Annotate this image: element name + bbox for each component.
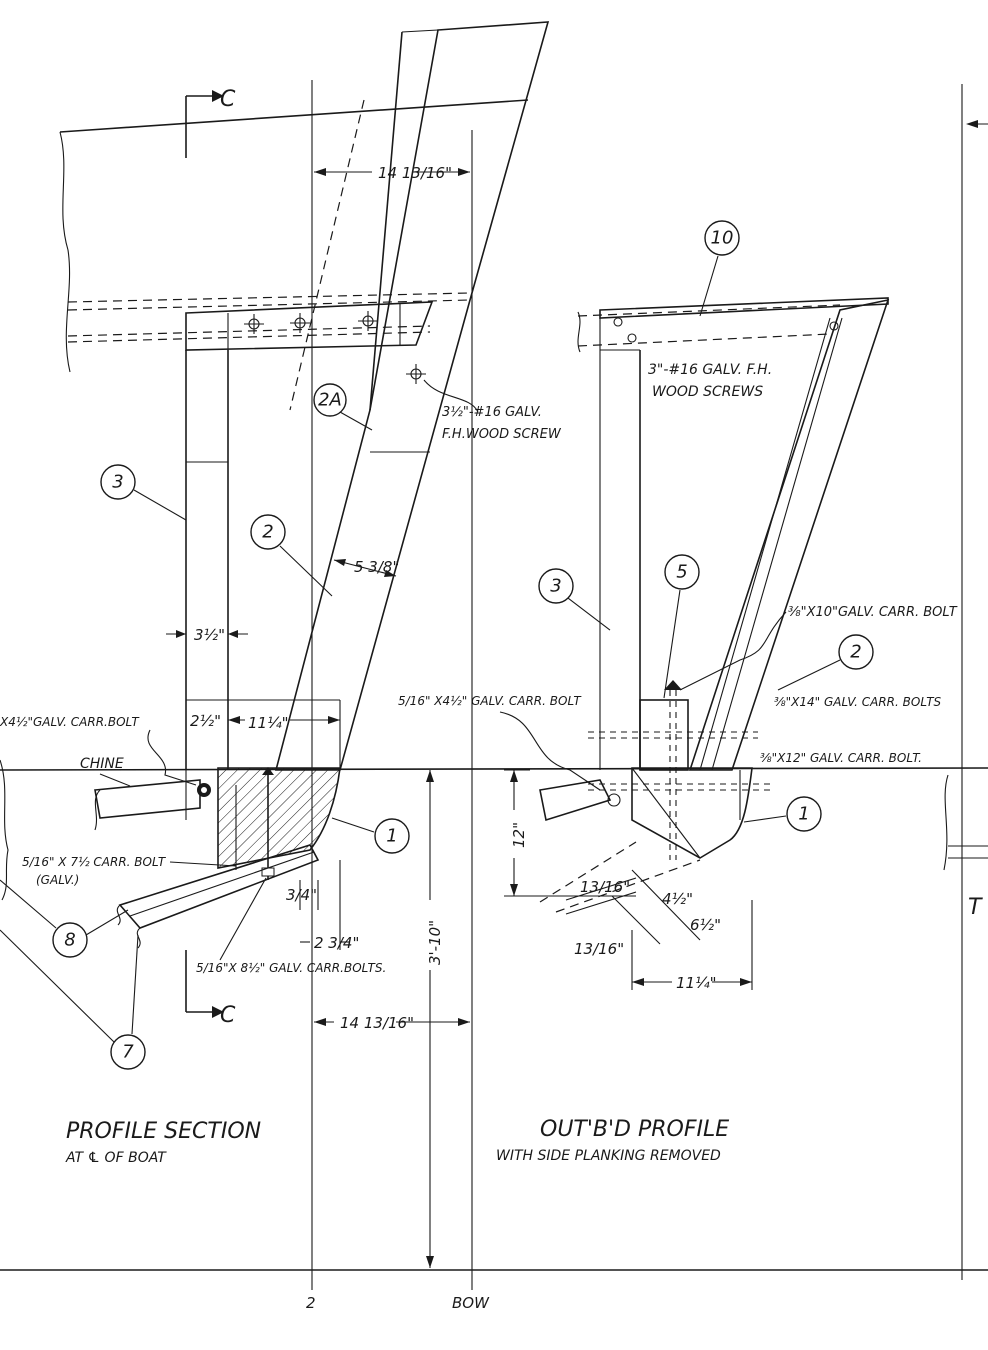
keel-block-1-right bbox=[631, 767, 753, 859]
bubble-2-right: 2 bbox=[777, 634, 874, 691]
note-wood-screw-3-1-2-b: F.H.WOOD SCREW bbox=[442, 427, 562, 442]
note-bolt-3-8x12: ⅜"X12" GALV. CARR. BOLT. bbox=[760, 751, 922, 765]
dim-3-1-2: 3½" bbox=[166, 626, 248, 644]
svg-text:2A: 2A bbox=[318, 390, 342, 411]
bubble-10: 10 bbox=[699, 220, 740, 317]
dim-2-1-2-label: 2½" bbox=[190, 712, 221, 730]
note-bolt-3-8x10: ⅜"X10"GALV. CARR. BOLT bbox=[788, 605, 958, 620]
dim-11-1-4-left-label: 11¼" bbox=[248, 714, 289, 732]
svg-text:1: 1 bbox=[798, 804, 809, 825]
dim-2-3-4-label: 2 3/4" bbox=[314, 934, 359, 952]
svg-text:2: 2 bbox=[850, 642, 861, 663]
bubble-7: 7 bbox=[0, 929, 146, 1070]
svg-text:3: 3 bbox=[112, 472, 123, 493]
dim-4-1-2-label: 4½" bbox=[662, 890, 693, 908]
section-c-marker-bottom: C bbox=[185, 950, 236, 1028]
note-bolt-3-8x14: ⅜"X14" GALV. CARR. BOLTS bbox=[774, 695, 942, 709]
dim-14-13-16-bottom: 14 13/16" bbox=[314, 1014, 470, 1032]
section-c-marker-top: C bbox=[185, 87, 236, 158]
dim-12: 12" bbox=[504, 769, 636, 897]
bubble-5: 5 bbox=[663, 554, 700, 699]
dim-14-13-16-top: 14 13/16" bbox=[314, 164, 470, 182]
dim-14-13-16-bottom-label: 14 13/16" bbox=[340, 1014, 414, 1032]
note-wood-screws-3-b: WOOD SCREWS bbox=[652, 384, 763, 400]
dim-6-1-2-label: 6½" bbox=[690, 916, 721, 934]
dim-2-1-2-and-11-1-4: 2½" 11¼" bbox=[190, 700, 341, 770]
bubble-2-left: 2 bbox=[250, 514, 333, 597]
profile-section-subtitle: AT ℄ OF BOAT bbox=[65, 1150, 167, 1166]
station-2-label: 2 bbox=[306, 1294, 316, 1312]
svg-text:3: 3 bbox=[550, 576, 561, 597]
deck-beam-block bbox=[185, 301, 434, 351]
note-bolt-5-16x4-1-2: 5/16" X4½" GALV. CARR. BOLT bbox=[398, 694, 582, 708]
bubble-2a: 2A bbox=[313, 383, 373, 431]
svg-text:10: 10 bbox=[711, 228, 734, 249]
dim-12-label: 12" bbox=[510, 822, 528, 848]
dim-13-16b-label: 13/16" bbox=[574, 940, 624, 958]
note-bolt-5-16x7-1-2-a: 5/16" X 7½ CARR. BOLT bbox=[22, 855, 167, 869]
member-3-post bbox=[185, 350, 340, 770]
svg-text:1: 1 bbox=[386, 826, 397, 847]
break-line-top bbox=[59, 131, 71, 373]
waterline bbox=[0, 767, 988, 771]
dim-3-4-and-2-3-4: 3/4" 2 3/4" bbox=[286, 860, 359, 952]
svg-text:5: 5 bbox=[676, 562, 687, 583]
bubble-1-left: 1 bbox=[331, 817, 410, 854]
bubble-3-left: 3 bbox=[100, 464, 187, 521]
svg-text:8: 8 bbox=[64, 930, 75, 951]
dim-11-1-4-right-label: 11¼" bbox=[676, 974, 717, 992]
dim-11-1-4-right: 11¼" bbox=[631, 900, 753, 992]
dim-3-4-label: 3/4" bbox=[286, 886, 317, 904]
dim-3-10: 3'-10" bbox=[426, 770, 444, 1268]
note-bolt-5-16x7-1-2-b: (GALV.) bbox=[36, 873, 79, 887]
note-bolt-5-16x8-1-2: 5/16"X 8½" GALV. CARR.BOLTS. bbox=[196, 961, 386, 975]
beam-bolt-holes bbox=[244, 311, 378, 334]
chine bbox=[94, 770, 211, 831]
wood-screw-marker bbox=[406, 364, 479, 413]
outboard-profile-title: OUT'B'D PROFILE bbox=[540, 1117, 729, 1142]
bow-label: BOW bbox=[452, 1294, 490, 1312]
bubble-1-right: 1 bbox=[743, 796, 822, 832]
keel-block-1 bbox=[217, 767, 341, 880]
bottom-planking bbox=[116, 844, 320, 949]
dim-3-10-label: 3'-10" bbox=[426, 920, 444, 965]
note-wood-screws-3-a: 3"-#16 GALV. F.H. bbox=[648, 362, 772, 378]
dim-4-1-2-6-1-2: 4½" 6½" 13/16" 13/16" bbox=[565, 869, 721, 958]
outboard-profile-subtitle: WITH SIDE PLANKING REMOVED bbox=[496, 1148, 721, 1164]
section-c-label-top: C bbox=[220, 87, 236, 112]
baseline: 2 BOW bbox=[0, 1269, 988, 1312]
dim-5-3-8-label: 5 3/8" bbox=[354, 558, 399, 576]
svg-text:7: 7 bbox=[122, 1042, 134, 1063]
dim-3-1-2-label: 3½" bbox=[194, 626, 225, 644]
partial-label-t: T bbox=[968, 895, 983, 920]
note-wood-screw-3-1-2-a: 3½"-#16 GALV. bbox=[442, 405, 542, 420]
note-chine: CHINE bbox=[80, 756, 124, 772]
svg-text:2: 2 bbox=[262, 522, 273, 543]
far-right-partial-view: T bbox=[943, 84, 988, 1280]
dim-14-13-16-top-label: 14 13/16" bbox=[378, 164, 452, 182]
member-5-block bbox=[639, 699, 689, 771]
profile-section-title: PROFILE SECTION bbox=[66, 1119, 261, 1144]
bubble-8: 8 bbox=[0, 879, 129, 958]
sheer-line bbox=[59, 99, 529, 133]
outboard-profile-view: 12" 4½" 6½" 13/16" 13/16" 11¼" 3"-#16 G bbox=[398, 220, 958, 1164]
profile-section-view: C C bbox=[0, 21, 988, 1290]
section-c-label-bottom: C bbox=[220, 1003, 236, 1028]
dim-5-3-8: 5 3/8" bbox=[333, 558, 399, 577]
note-bolt-left-4-1-2: X4½"GALV. CARR.BOLT bbox=[0, 715, 140, 729]
outboard-screws bbox=[613, 317, 839, 343]
bubble-3-right: 3 bbox=[538, 568, 611, 631]
